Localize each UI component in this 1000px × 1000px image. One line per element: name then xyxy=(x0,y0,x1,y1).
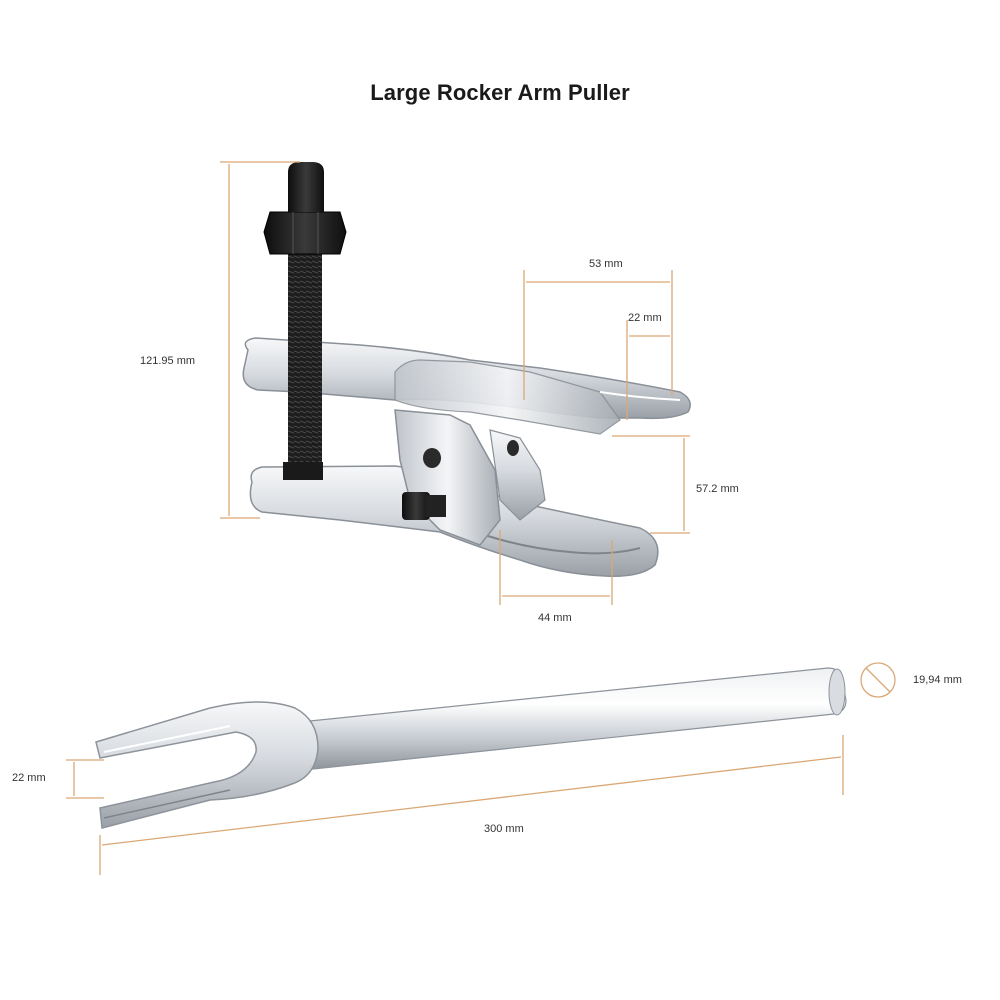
height-dimension-label: 121.95 mm xyxy=(140,355,196,367)
fork-length-dimension-label: 300 mm xyxy=(484,823,524,835)
tine-gap-dimension-label: 22 mm xyxy=(12,772,46,784)
ball-joint-puller-image xyxy=(242,162,691,578)
fork-dimension-lines xyxy=(66,662,896,875)
jaw-opening-dimension-label: 22 mm xyxy=(628,312,662,324)
rod-diameter-dimension-label: 19,94 mm xyxy=(913,674,962,686)
lower-jaw-dimension-label: 44 mm xyxy=(538,612,572,624)
jaw-gap-dimension-label: 57.2 mm xyxy=(696,483,739,495)
jaw-length-dimension-label: 53 mm xyxy=(589,258,623,270)
page-title: Large Rocker Arm Puller xyxy=(370,80,630,105)
pickle-fork-separator-image xyxy=(95,667,847,829)
puller-dimension-lines xyxy=(220,161,690,605)
